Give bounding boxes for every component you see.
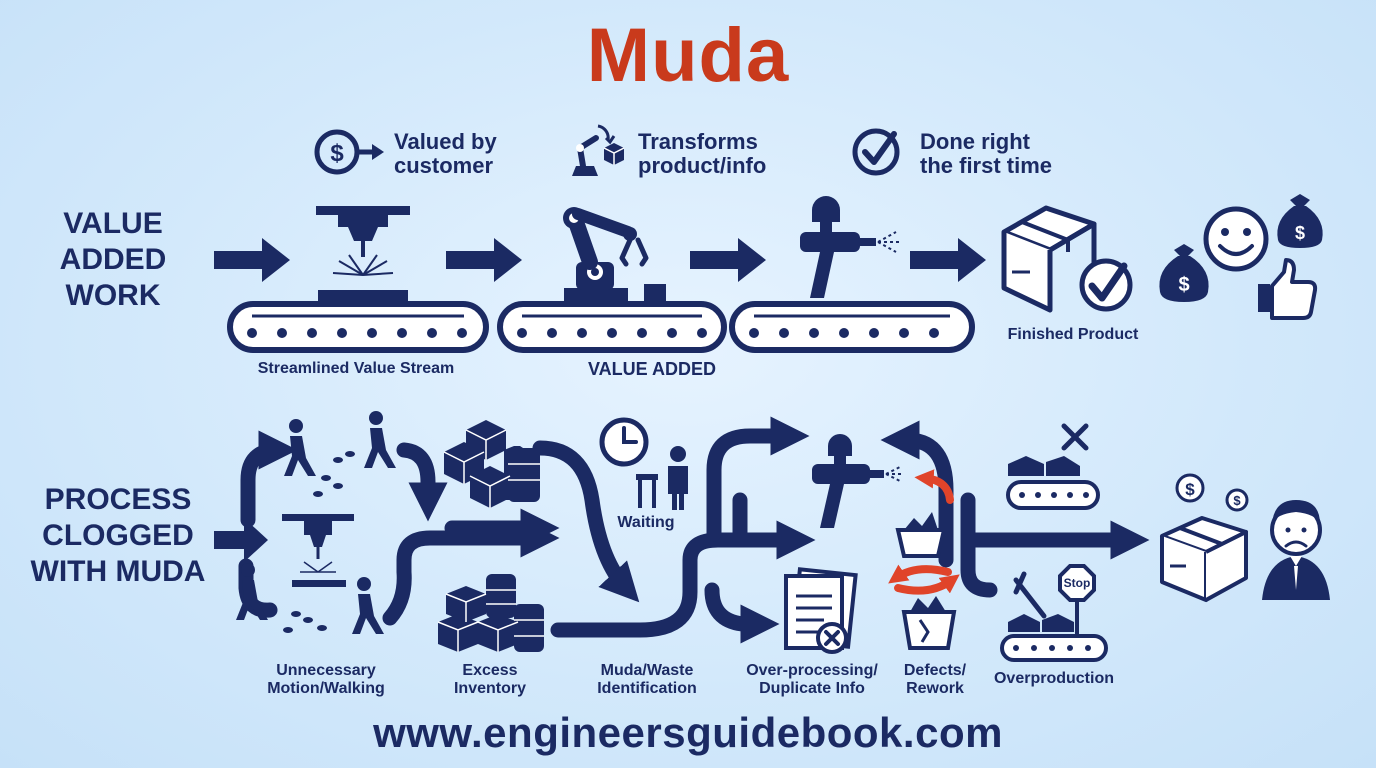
heading-line: VALUE (63, 207, 163, 240)
streamlined-value-stream-label: Streamlined Value Stream (257, 360, 455, 377)
legend-line: Done right (920, 129, 1030, 154)
tangled-waste-arrows (550, 416, 1150, 644)
waiting-clock-person-icon (599, 417, 688, 510)
waste-label-line: Rework (906, 680, 964, 697)
waste-label-defects: Defects/ Rework (890, 662, 980, 698)
waste-label-line: Muda/Waste (600, 662, 694, 679)
happy-customer-icons: $ $ (1159, 194, 1323, 320)
finished-box-check-icon (1001, 205, 1133, 313)
value-added-label: VALUE ADDED (587, 359, 716, 379)
waste-label-overproduction: Overproduction (993, 670, 1114, 687)
heading-line: PROCESS (44, 483, 192, 516)
waste-label-inventory: Excess Inventory (430, 662, 550, 698)
laser-station-muda-icon (282, 514, 354, 587)
waste-label-line: Duplicate Info (759, 680, 865, 697)
overproduction-conveyor-icon (1006, 423, 1100, 510)
stop-sign-conveyor-icon (1000, 564, 1108, 662)
unhappy-customer-icon: $ $ (1160, 473, 1330, 602)
waiting-label: Waiting (617, 514, 675, 531)
waste-label-line: Unnecessary (276, 662, 376, 679)
legend-line: Valued by (394, 129, 497, 154)
conveyor-robot-arm-station-icon (497, 207, 727, 353)
inventory-boxes-barrels-icon (443, 420, 540, 508)
waste-label-identification: Muda/Waste Identification (580, 662, 714, 698)
heading-line: ADDED (59, 243, 167, 276)
svg-text:$: $ (330, 140, 344, 167)
excess-inventory-stack-icon (437, 574, 544, 652)
svg-text:$: $ (1295, 223, 1305, 243)
legend-line: product/info (638, 153, 767, 178)
defects-bin-icon (895, 512, 957, 650)
walking-people-icons (236, 411, 396, 634)
robot-arm-box-icon (572, 124, 625, 176)
legend-line: the first time (920, 153, 1053, 178)
stop-sign-label: Stop (1063, 576, 1091, 590)
heading-line: WORK (65, 279, 161, 312)
conveyor-laser-station-icon (227, 206, 489, 353)
conveyor-spray-gun-station-icon (729, 196, 975, 353)
check-circle-icon (852, 128, 900, 176)
finished-product-label: Finished Product (1007, 326, 1139, 343)
legend-done-right: Done right the first time (920, 130, 1052, 178)
duplicate-documents-icon (784, 567, 858, 654)
inventory-flow-arrows (382, 440, 640, 626)
waste-label-line: Identification (597, 680, 697, 697)
legend-line: customer (394, 153, 494, 178)
legend-transforms-product: Transforms product/info (638, 130, 766, 178)
value-flow-arrows (214, 238, 986, 282)
waste-label-motion: Unnecessary Motion/Walking (246, 662, 406, 698)
waste-label-line: Defects/ (903, 662, 967, 679)
waste-label-line: Excess (462, 662, 518, 679)
legend-line: Transforms (638, 129, 758, 154)
muda-heading: PROCESS CLOGGED WITH MUDA (14, 482, 222, 590)
legend-valued-by-customer: Valued by customer (394, 130, 497, 178)
svg-text:$: $ (1233, 493, 1241, 508)
svg-text:$: $ (1185, 480, 1195, 499)
heading-line: CLOGGED (42, 519, 194, 552)
waste-label-line: Over-processing/ (746, 662, 878, 679)
muda-entry-arrow (214, 518, 268, 562)
dollar-arrow-icon: $ (314, 129, 384, 175)
footer-url[interactable]: www.engineersguidebook.com (373, 709, 1003, 756)
rework-red-arrows-icon (888, 469, 960, 595)
waste-label-line: Inventory (453, 680, 526, 697)
svg-text:$: $ (1178, 274, 1189, 296)
spray-gun-muda-icon (812, 434, 904, 528)
heading-line: WITH MUDA (30, 555, 206, 588)
waste-label-over-processing: Over-processing/ Duplicate Info (736, 662, 888, 698)
value-added-heading: VALUE ADDED WORK (30, 206, 196, 314)
waste-label-line: Motion/Walking (267, 680, 385, 697)
page-title: Muda (586, 13, 790, 98)
